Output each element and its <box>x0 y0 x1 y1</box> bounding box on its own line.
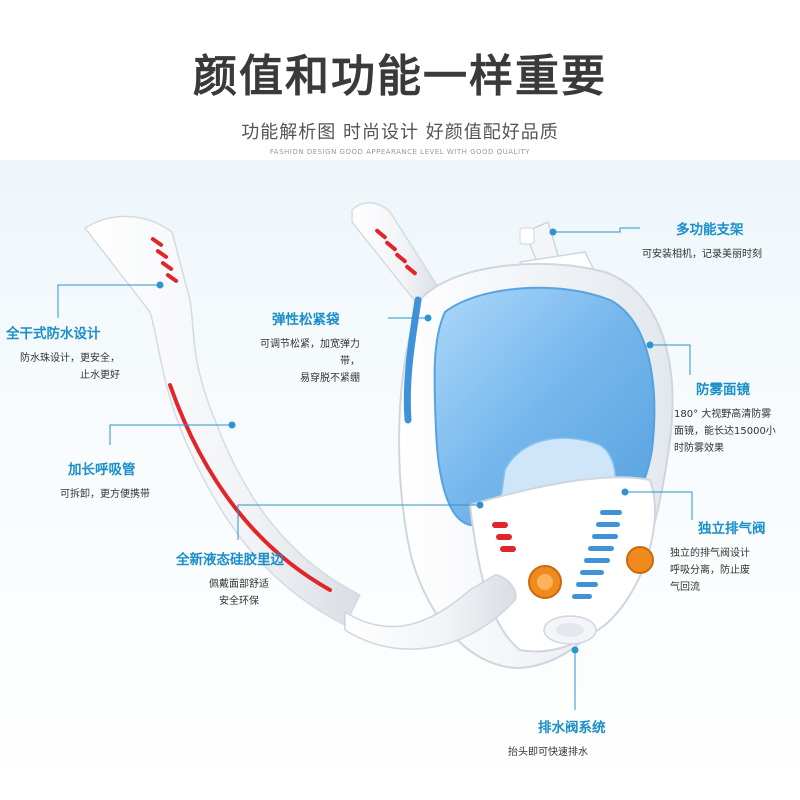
feature-silicone-line1: 佩戴面部舒适 <box>209 579 269 590</box>
feature-drain: 排水阀系统 抬头即可快速排水 <box>508 716 660 761</box>
feature-exhaust-line2: 呼吸分离，防止废 <box>670 565 750 576</box>
side-valves <box>528 546 654 599</box>
feature-long-tube-title: 加长呼吸管 <box>68 462 136 478</box>
page-subtitle-english: FASHION DESIGN GOOD APPEARANCE LEVEL WIT… <box>269 148 531 156</box>
mask-frame <box>398 262 674 670</box>
feature-exhaust-title: 独立排气阀 <box>698 521 766 537</box>
feature-silicone: 全新液态硅胶里边 佩戴面部舒适 安全环保 <box>176 548 336 610</box>
feature-anti-fog-line2: 面镜，能长达15000小 <box>674 426 776 437</box>
feature-bracket-desc: 可安装相机，记录美丽时刻 <box>642 249 762 260</box>
feature-bracket: 多功能支架 可安装相机，记录美丽时刻 <box>642 218 795 263</box>
feature-dry-top-line2: 止水更好 <box>80 370 120 381</box>
feature-strap-title: 弹性松紧袋 <box>272 312 340 328</box>
feature-anti-fog-title: 防雾面镜 <box>696 382 750 398</box>
feature-strap-line1: 可调节松紧，加宽弹力带， <box>260 339 360 367</box>
feature-bracket-title: 多功能支架 <box>676 222 744 238</box>
feature-silicone-title: 全新液态硅胶里边 <box>176 552 284 568</box>
feature-dry-top-title: 全干式防水设计 <box>6 326 101 342</box>
feature-dry-top: 全干式防水设计 防水珠设计，更安全， 止水更好 <box>6 322 166 384</box>
page-subtitle: 功能解析图 时尚设计 好颜值配好品质 <box>241 122 559 143</box>
feature-silicone-line2: 安全环保 <box>219 596 259 607</box>
feature-exhaust-line1: 独立的排气阀设计 <box>670 548 750 559</box>
feature-drain-desc: 抬头即可快速排水 <box>508 747 588 758</box>
feature-exhaust: 独立排气阀 独立的排气阀设计 呼吸分离，防止废 气回流 <box>670 517 798 596</box>
feature-exhaust-line3: 气回流 <box>670 582 700 593</box>
feature-strap: 弹性松紧袋 可调节松紧，加宽弹力带， 易穿脱不紧绷 <box>248 308 388 387</box>
feature-strap-line2: 易穿脱不紧绷 <box>300 373 360 384</box>
feature-long-tube-desc: 可拆卸，更方便携带 <box>60 489 150 500</box>
feature-drain-title: 排水阀系统 <box>538 720 606 736</box>
lower-tube-joint <box>344 574 517 650</box>
feature-anti-fog-line3: 时防雾效果 <box>674 443 724 454</box>
feature-anti-fog-line1: 180° 大视野高清防雾 <box>674 409 772 420</box>
feature-dry-top-line1: 防水珠设计，更安全， <box>20 353 120 364</box>
feature-anti-fog: 防雾面镜 180° 大视野高清防雾 面镜，能长达15000小 时防雾效果 <box>672 378 797 457</box>
left-snorkel-tube <box>83 215 362 627</box>
page-title: 颜值和功能一样重要 <box>193 51 607 102</box>
feature-long-tube: 加长呼吸管 可拆卸，更方便携带 <box>60 458 218 503</box>
